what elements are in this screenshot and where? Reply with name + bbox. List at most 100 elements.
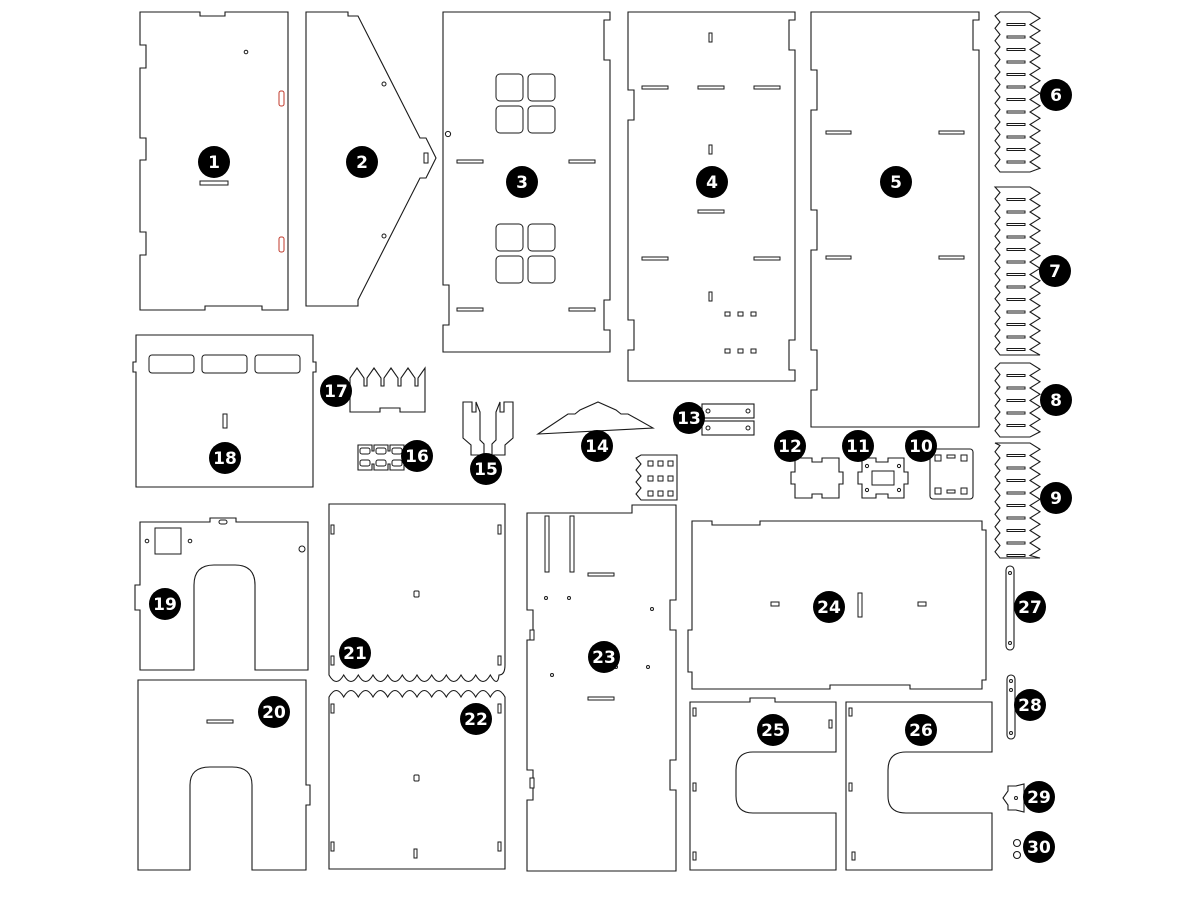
marker-number: 9 bbox=[1050, 489, 1062, 509]
part-14 bbox=[536, 401, 655, 435]
part-marker-3: 3 bbox=[506, 166, 538, 198]
part-30 bbox=[1012, 838, 1022, 860]
part-29 bbox=[1002, 783, 1025, 813]
part-marker-2: 2 bbox=[346, 146, 378, 178]
part-9 bbox=[994, 442, 1042, 559]
part-marker-15: 15 bbox=[470, 453, 502, 485]
part-marker-29: 29 bbox=[1023, 781, 1055, 813]
marker-circle bbox=[149, 588, 181, 620]
marker-number: 21 bbox=[343, 644, 367, 664]
marker-number: 20 bbox=[262, 703, 286, 723]
part-marker-5: 5 bbox=[880, 166, 912, 198]
part-28 bbox=[1006, 674, 1016, 740]
part-marker-1: 1 bbox=[198, 146, 230, 178]
marker-number: 18 bbox=[213, 449, 237, 469]
marker-number: 29 bbox=[1027, 788, 1051, 808]
part-marker-12: 12 bbox=[774, 430, 806, 462]
marker-circle bbox=[320, 375, 352, 407]
part-19 bbox=[134, 517, 309, 671]
part-marker-13: 13 bbox=[673, 402, 705, 434]
marker-circle bbox=[198, 146, 230, 178]
marker-circle bbox=[842, 430, 874, 462]
part-27 bbox=[1005, 565, 1015, 651]
part-23 bbox=[526, 504, 677, 872]
part-18 bbox=[132, 334, 317, 488]
part-21 bbox=[328, 503, 506, 683]
marker-number: 19 bbox=[153, 595, 177, 615]
marker-number: 5 bbox=[890, 173, 902, 193]
marker-number: 16 bbox=[405, 447, 429, 467]
marker-circle bbox=[401, 440, 433, 472]
marker-number: 17 bbox=[324, 382, 348, 402]
marker-circle bbox=[1014, 689, 1046, 721]
marker-circle bbox=[813, 591, 845, 623]
marker-circle bbox=[581, 430, 613, 462]
part-13 bbox=[701, 403, 755, 436]
part-25 bbox=[689, 697, 837, 871]
marker-number: 28 bbox=[1018, 696, 1042, 716]
part-marker-27: 27 bbox=[1014, 591, 1046, 623]
part-17 bbox=[349, 366, 426, 413]
part-marker-6: 6 bbox=[1040, 79, 1072, 111]
marker-number: 15 bbox=[474, 460, 498, 480]
part-marker-10: 10 bbox=[905, 430, 937, 462]
marker-circle bbox=[1014, 591, 1046, 623]
marker-number: 6 bbox=[1050, 86, 1062, 106]
marker-number: 26 bbox=[909, 721, 933, 741]
marker-circle bbox=[588, 641, 620, 673]
marker-number: 3 bbox=[516, 173, 528, 193]
marker-number: 4 bbox=[706, 173, 718, 193]
marker-number: 22 bbox=[464, 710, 488, 730]
part-16 bbox=[357, 444, 405, 471]
part-15 bbox=[462, 401, 514, 456]
marker-number: 1 bbox=[208, 153, 220, 173]
part-marker-9: 9 bbox=[1040, 482, 1072, 514]
marker-circle bbox=[1040, 482, 1072, 514]
marker-number: 11 bbox=[846, 437, 870, 457]
part-marker-26: 26 bbox=[905, 714, 937, 746]
marker-circle bbox=[1023, 831, 1055, 863]
part-12 bbox=[790, 457, 844, 499]
marker-circle bbox=[209, 442, 241, 474]
part-marker-18: 18 bbox=[209, 442, 241, 474]
marker-number: 25 bbox=[761, 721, 785, 741]
part-marker-19: 19 bbox=[149, 588, 181, 620]
marker-circle bbox=[1039, 255, 1071, 287]
part-26 bbox=[845, 701, 993, 871]
part-marker-16: 16 bbox=[401, 440, 433, 472]
marker-number: 2 bbox=[356, 153, 368, 173]
marker-number: 10 bbox=[909, 437, 933, 457]
marker-circle bbox=[258, 696, 290, 728]
part-20 bbox=[137, 679, 311, 871]
part-marker-8: 8 bbox=[1040, 384, 1072, 416]
marker-circle bbox=[1040, 79, 1072, 111]
marker-circle bbox=[774, 430, 806, 462]
part-marker-23: 23 bbox=[588, 641, 620, 673]
marker-circle bbox=[346, 146, 378, 178]
part-marker-25: 25 bbox=[757, 714, 789, 746]
marker-circle bbox=[696, 166, 728, 198]
marker-number: 14 bbox=[585, 437, 609, 457]
part-marker-21: 21 bbox=[339, 637, 371, 669]
part-marker-4: 4 bbox=[696, 166, 728, 198]
marker-circle bbox=[905, 430, 937, 462]
part-5 bbox=[810, 11, 980, 428]
marker-circle bbox=[339, 637, 371, 669]
marker-number: 23 bbox=[592, 648, 616, 668]
marker-number: 12 bbox=[778, 437, 802, 457]
part-marker-30: 30 bbox=[1023, 831, 1055, 863]
marker-number: 13 bbox=[677, 409, 701, 429]
marker-number: 27 bbox=[1018, 598, 1042, 618]
marker-circle bbox=[1040, 384, 1072, 416]
part-7 bbox=[993, 186, 1042, 356]
marker-circle bbox=[880, 166, 912, 198]
part-10 bbox=[929, 448, 974, 500]
marker-circle bbox=[673, 402, 705, 434]
part-marker-24: 24 bbox=[813, 591, 845, 623]
marker-circle bbox=[1023, 781, 1055, 813]
marker-circle bbox=[470, 453, 502, 485]
part-marker-17: 17 bbox=[320, 375, 352, 407]
